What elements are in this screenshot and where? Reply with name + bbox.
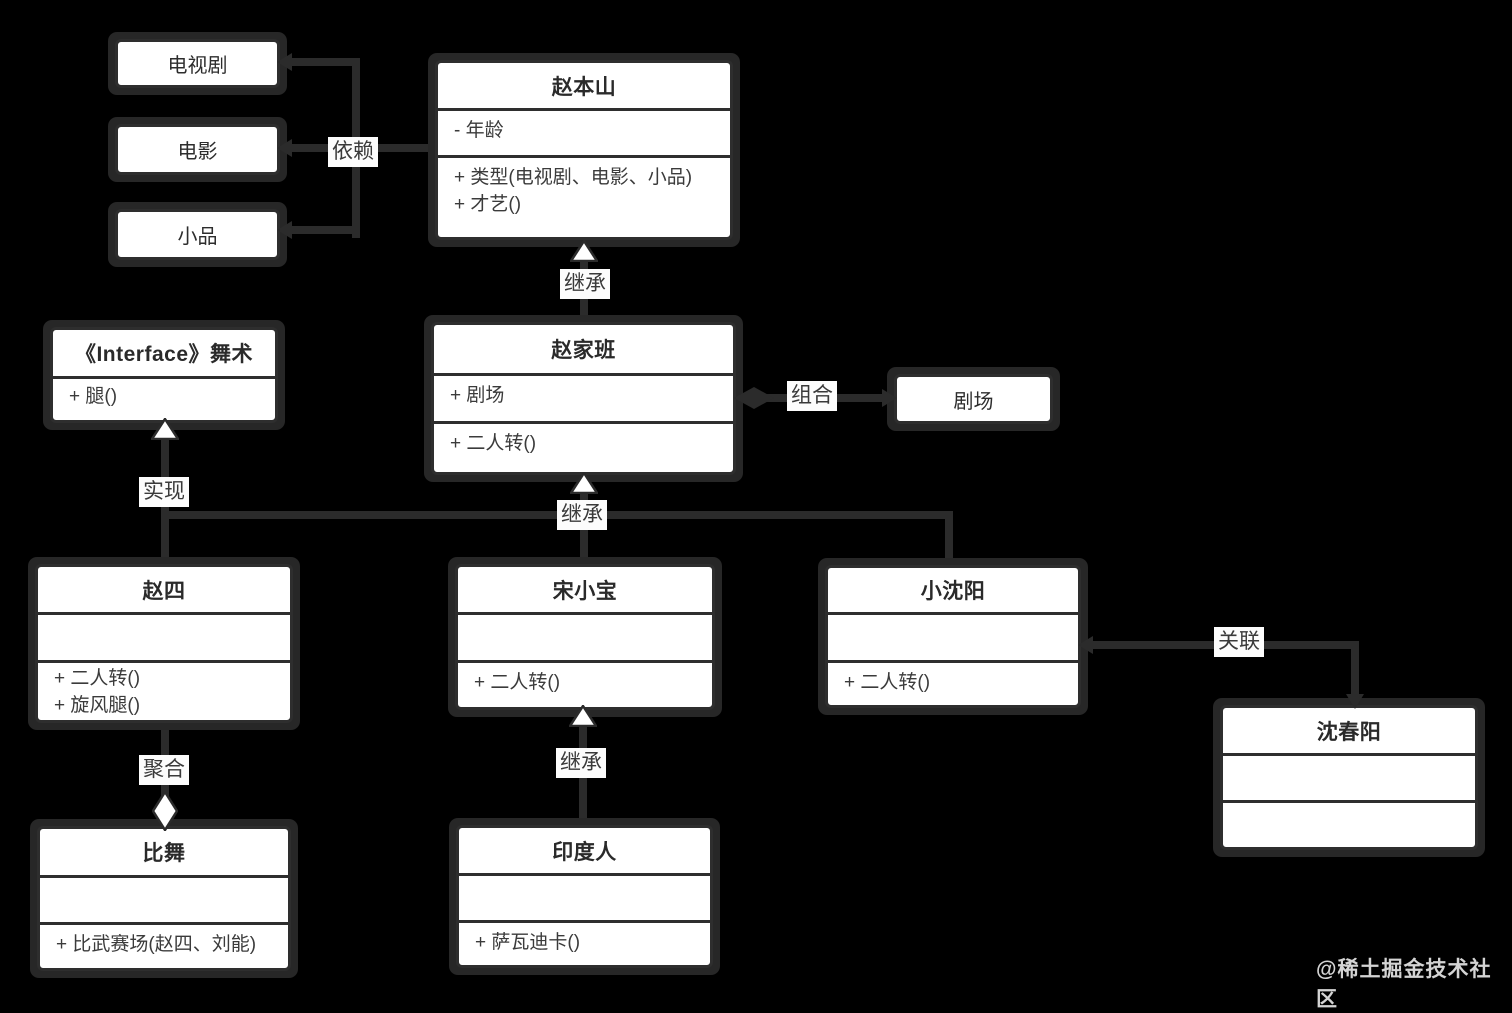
inheritance-triangle-icon (570, 472, 598, 494)
class-bi-wu[interactable]: 比舞 + 比武赛场(赵四、刘能) (30, 819, 298, 978)
dependency-line-sketch (277, 226, 360, 234)
dependency-line-movie (277, 144, 360, 152)
inheritance-drop-xiaoshenyang (945, 511, 953, 568)
class-attributes (1223, 753, 1475, 800)
node-tv-drama[interactable]: 电视剧 (108, 32, 287, 95)
edge-label-dependency[interactable]: 依赖 (328, 137, 378, 167)
inheritance-triangle-icon (570, 240, 598, 262)
class-attributes: - 年龄 (438, 108, 730, 155)
class-zhao-benshan[interactable]: 赵本山 - 年龄 + 类型(电视剧、电影、小品) + 才艺() (428, 53, 740, 247)
node-sketch-label: 小品 (115, 209, 280, 260)
node-theater[interactable]: 剧场 (887, 367, 1060, 431)
class-attributes (459, 873, 710, 920)
watermark: @稀土掘金技术社区 (1316, 958, 1492, 1011)
class-title: 赵家班 (551, 339, 616, 362)
class-title: 印度人 (552, 840, 617, 864)
class-methods: + 二人转() + 旋风腿() (38, 660, 290, 720)
edge-label-inheritance[interactable]: 继承 (556, 748, 606, 778)
node-movie-label: 电影 (115, 124, 280, 175)
class-methods: + 二人转() (434, 421, 733, 472)
class-song-xiaobao[interactable]: 宋小宝 + 二人转() (448, 557, 722, 717)
class-title: 赵本山 (551, 75, 617, 99)
class-methods: + 比武赛场(赵四、刘能) (40, 922, 288, 968)
class-methods (1223, 800, 1475, 847)
class-zhao-si[interactable]: 赵四 + 二人转() + 旋风腿() (28, 557, 300, 730)
association-arrow-icon (1346, 694, 1364, 709)
class-shen-chunyang[interactable]: 沈春阳 (1213, 698, 1485, 857)
node-theater-label: 剧场 (894, 374, 1053, 424)
class-title: 宋小宝 (552, 579, 618, 603)
class-title: 比舞 (142, 842, 186, 865)
class-attributes (828, 612, 1078, 660)
node-sketch[interactable]: 小品 (108, 202, 287, 267)
class-interface-dance[interactable]: 《Interface》舞术 + 腿() (43, 320, 285, 430)
class-methods: + 腿() (53, 376, 275, 420)
edge-label-composition[interactable]: 组合 (787, 381, 837, 411)
edge-label-association[interactable]: 关联 (1214, 627, 1264, 657)
inheritance-drop-songxiaobao (580, 511, 588, 567)
node-tv-drama-label: 电视剧 (115, 39, 280, 88)
association-arrow-icon (1078, 636, 1093, 654)
class-methods: + 二人转() (828, 660, 1078, 705)
class-title: 赵四 (142, 579, 186, 603)
class-attributes: + 剧场 (434, 373, 733, 421)
inheritance-drop-zhaosi (161, 511, 169, 567)
dependency-line-main (352, 144, 438, 152)
edge-label-inheritance[interactable]: 继承 (557, 500, 607, 530)
class-title: 沈春阳 (1316, 720, 1382, 744)
association-line-vertical (1351, 641, 1359, 703)
dependency-arrow-icon (277, 53, 292, 71)
inheritance-triangle-icon (569, 705, 597, 727)
composition-arrow-icon (882, 389, 897, 407)
class-attributes (38, 612, 290, 660)
dependency-line-tv (277, 58, 360, 66)
class-yindu-ren[interactable]: 印度人 + 萨瓦迪卡() (449, 818, 720, 975)
class-methods: + 萨瓦迪卡() (459, 920, 710, 965)
realization-triangle-icon (151, 418, 179, 440)
class-title: 《Interface》舞术 (74, 343, 254, 366)
class-methods: + 类型(电视剧、电影、小品) + 才艺() (438, 155, 730, 237)
class-attributes (458, 612, 712, 660)
class-attributes (40, 875, 288, 922)
dependency-arrow-icon (277, 221, 292, 239)
dependency-arrow-icon (277, 139, 292, 157)
edge-label-realization[interactable]: 实现 (139, 477, 189, 507)
aggregation-diamond-icon (152, 791, 178, 831)
class-zhao-jiaban[interactable]: 赵家班 + 剧场 + 二人转() (424, 315, 743, 482)
composition-diamond-icon (734, 387, 774, 409)
class-title: 小沈阳 (920, 580, 986, 603)
node-movie[interactable]: 电影 (108, 117, 287, 182)
class-methods: + 二人转() (458, 660, 712, 707)
class-xiao-shenyang[interactable]: 小沈阳 + 二人转() (818, 558, 1088, 715)
edge-label-inheritance[interactable]: 继承 (560, 269, 610, 299)
edge-label-aggregation[interactable]: 聚合 (139, 755, 189, 785)
